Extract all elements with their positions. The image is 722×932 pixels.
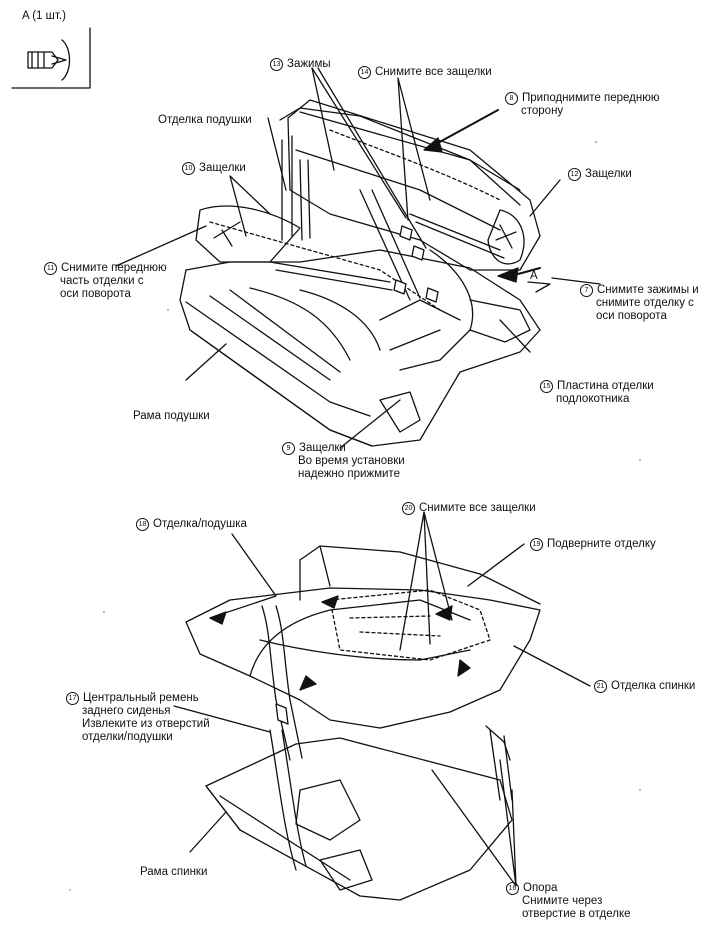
callout-number: 20 [402,502,415,515]
callout-number: 12 [568,168,581,181]
label-text: Защелки [199,162,246,174]
cushion-assembly-drawing [115,67,601,449]
label-text-line2: подлокотника [556,393,630,405]
label-back-trim: 21 Отделка спинки [594,680,695,693]
label-text: Снимите все защелки [419,502,536,514]
label-text: Отделка/подушка [153,518,247,530]
callout-number: 21 [594,680,607,693]
label-latches-12: 12 Защелки [568,168,632,181]
label-text-line2: снимите отделку с [596,297,694,309]
label-text-line3: отверстие в отделке [522,908,631,920]
label-clamps: 13 Зажимы [270,58,331,71]
label-back-frame: Рама спинки [140,866,208,878]
callout-number: 10 [182,162,195,175]
label-text-line2: сторону [521,105,564,117]
callout-number: 8 [505,92,518,105]
label-remove-all-latches: 14 Снимите все защелки [358,66,492,79]
callout-number: 9 [282,442,295,455]
callout-number: 14 [358,66,371,79]
label-text-line2: заднего сиденья [82,705,171,717]
label-text: Снимите переднюю [61,262,167,274]
label-text: Снимите зажимы и [597,284,699,296]
callout-number: 16 [506,882,519,895]
label-text: Защелки [585,168,632,180]
callout-number: 15 [540,380,553,393]
label-text-line2: Во время установки [298,455,405,467]
label-text-line3: Извлеките из отверстий [82,718,210,730]
seat-back-assembly-drawing [173,511,591,901]
callout-number: 18 [136,518,149,531]
label-cushion-frame: Рама подушки [133,410,210,422]
label-arrow-a: A [530,270,538,282]
label-trim-cushion: 18 Отделка/подушка [136,518,247,531]
detail-a-title: A (1 шт.) [22,10,66,22]
label-text-line3: надежно прижмите [298,468,400,480]
label-text: Приподнимите переднюю [522,92,660,104]
label-text-line3: оси поворота [596,310,667,322]
label-text: Опора [523,882,558,894]
label-text-line2: Снимите через [522,895,603,907]
label-fold-trim: 19 Подверните отделку [530,538,656,551]
label-latches-10: 10 Защелки [182,162,246,175]
label-cushion-trim: Отделка подушки [158,114,252,126]
label-text: Защелки [299,442,346,454]
label-text-line4: отделки/подушки [82,731,173,743]
label-text-line2: часть отделки с [60,275,144,287]
scan-specks [69,141,641,891]
callout-number: 17 [66,692,79,705]
label-text: Пластина отделки [557,380,654,392]
label-text: Снимите все защелки [375,66,492,78]
callout-number: 13 [270,58,283,71]
label-text-line3: оси поворота [60,288,131,300]
clip-detail-a [11,27,91,89]
callout-number: 7 [580,284,593,297]
label-text: Зажимы [287,58,331,70]
callout-number: 11 [44,262,57,275]
label-remove-all-latches-20: 20 Снимите все защелки [402,502,536,515]
label-text: Отделка спинки [611,680,696,692]
label-text: Подверните отделку [547,538,656,550]
callout-number: 19 [530,538,543,551]
label-text: Центральный ремень [83,692,199,704]
